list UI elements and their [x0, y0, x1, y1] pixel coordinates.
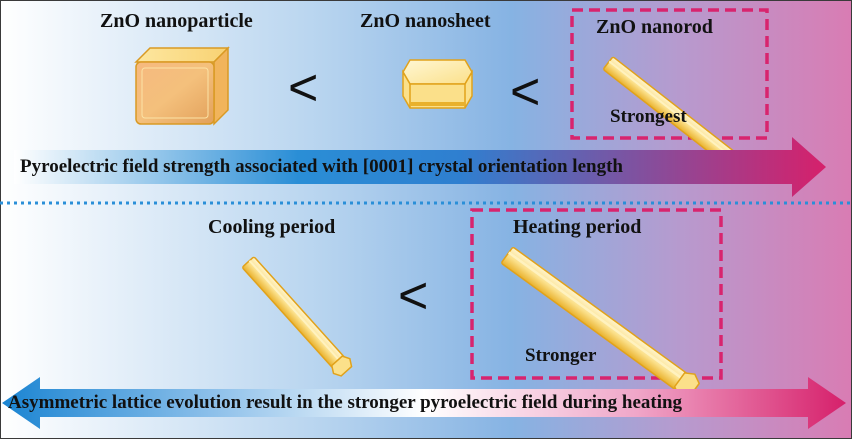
nanoparticle-cube — [134, 46, 230, 126]
bottom-double-arrow — [2, 377, 846, 429]
nanoparticle-label: ZnO nanoparticle — [100, 10, 253, 32]
stronger-label: Stronger — [525, 345, 597, 366]
comparator-less-than-2: < — [510, 63, 541, 121]
top-arrow-text: Pyroelectric field strength associated w… — [20, 156, 623, 177]
heating-period-label: Heating period — [513, 216, 642, 238]
bottom-arrow-text: Asymmetric lattice evolution result in t… — [8, 392, 683, 413]
top-arrow — [14, 137, 826, 197]
strongest-label: Strongest — [610, 106, 687, 127]
heating-nanorod — [501, 246, 701, 399]
nanosheet-label: ZnO nanosheet — [360, 10, 491, 32]
comparator-less-than-3: < — [398, 267, 429, 325]
cooling-nanorod — [242, 256, 353, 377]
stronger-highlight-box — [470, 208, 723, 380]
nanorod-label: ZnO nanorod — [596, 16, 713, 38]
cooling-period-label: Cooling period — [208, 216, 336, 238]
nanosheet-crystal — [402, 59, 473, 109]
comparator-less-than-1: < — [288, 59, 319, 117]
strongest-highlight-box — [570, 8, 769, 140]
